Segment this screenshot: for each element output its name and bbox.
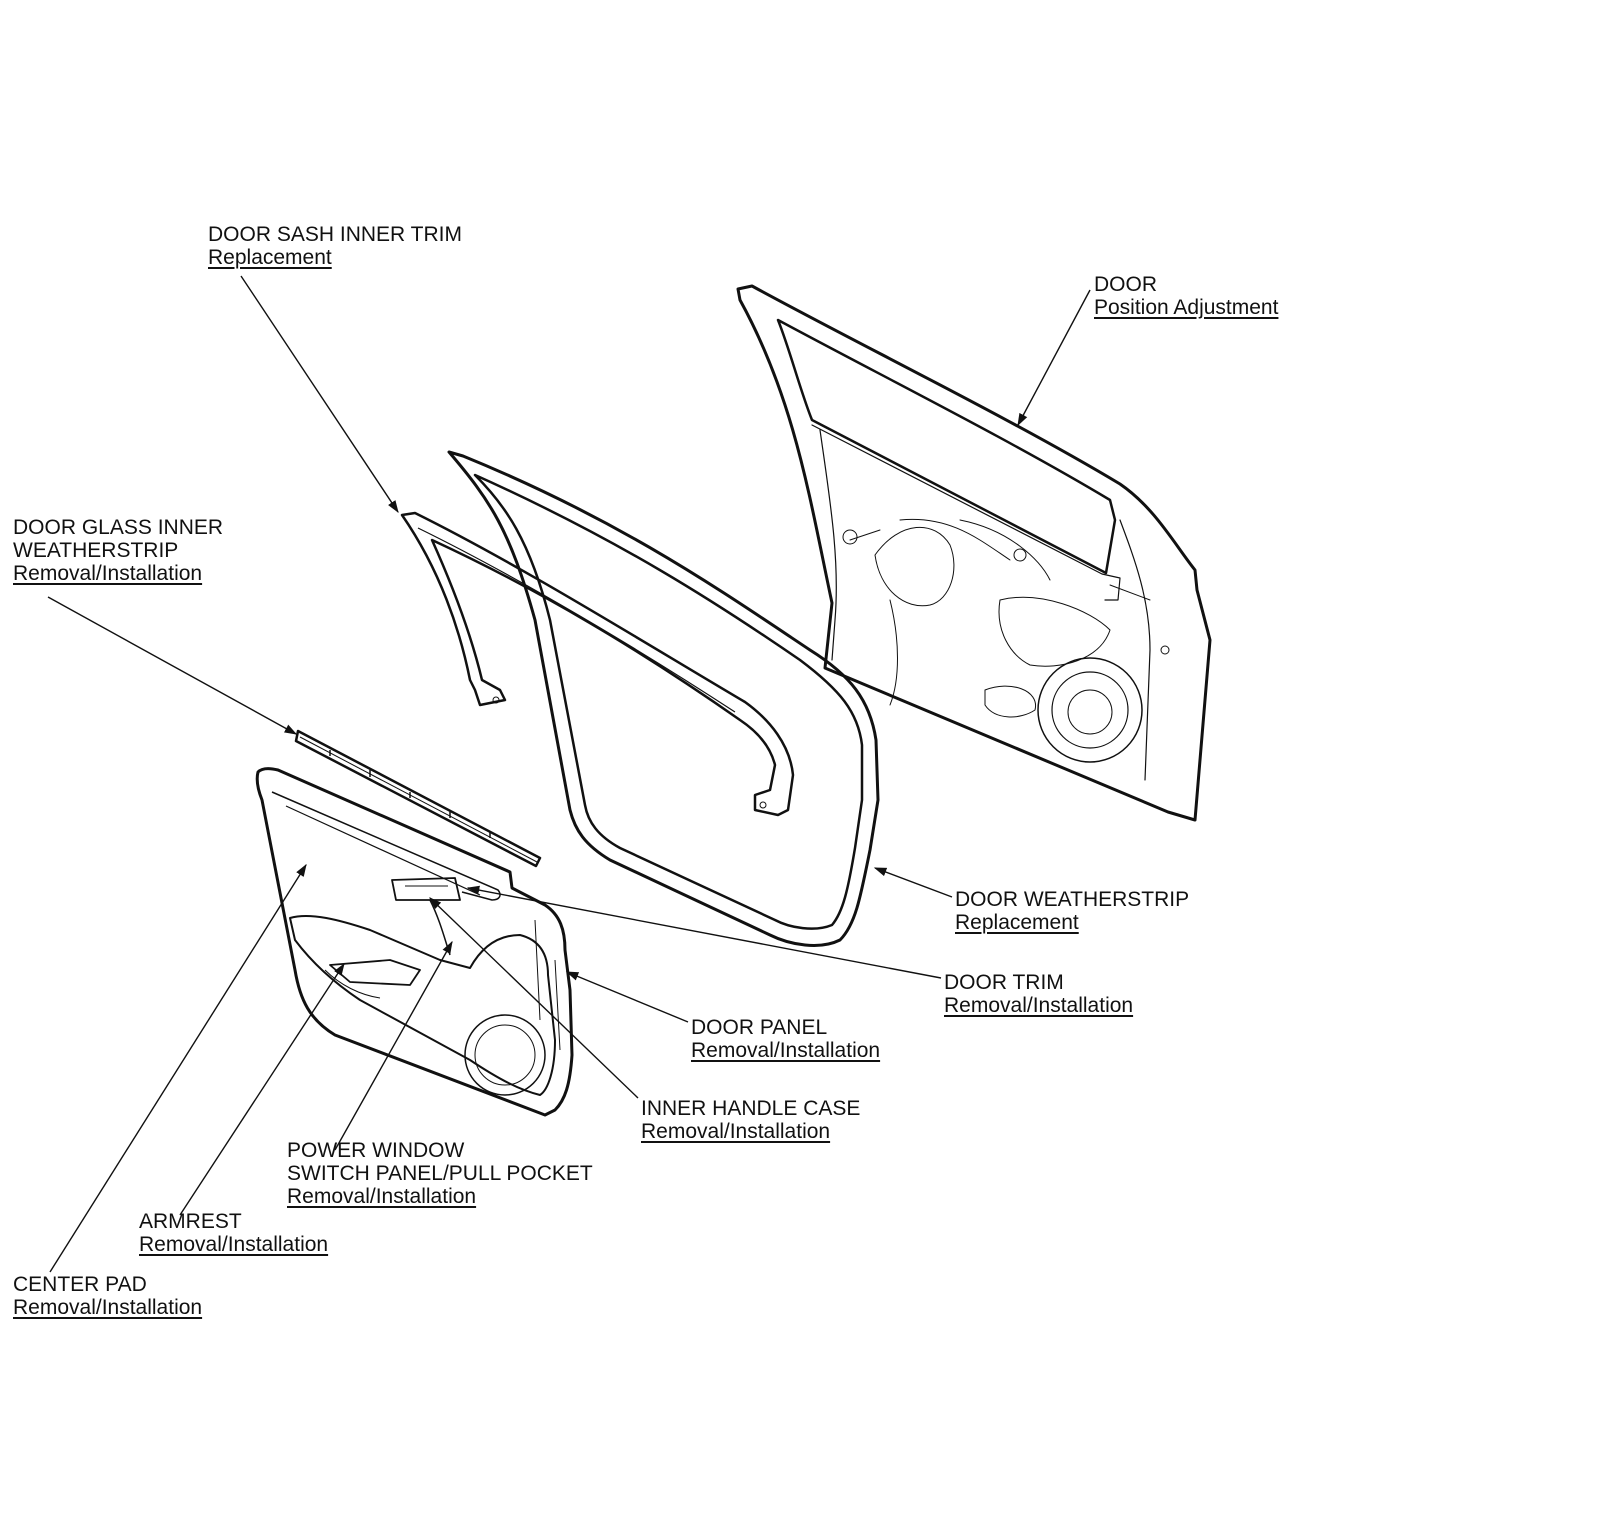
- callout-title-line2: SWITCH PANEL/PULL POCKET: [287, 1162, 593, 1185]
- callout-title: INNER HANDLE CASE: [641, 1097, 861, 1120]
- door-panel-removal-link[interactable]: Removal/Installation: [691, 1039, 881, 1062]
- callout-title: DOOR PANEL: [691, 1016, 828, 1039]
- leader-power-window-switch-panel: [334, 940, 453, 1151]
- callout-center-pad: CENTER PAD Removal/Installation: [13, 1273, 202, 1319]
- callout-inner-handle-case: INNER HANDLE CASE Removal/Installation: [641, 1097, 860, 1143]
- leader-door-panel: [565, 971, 689, 1023]
- callout-title-line1: POWER WINDOW: [287, 1139, 465, 1162]
- leader-inner-handle-case: [429, 897, 639, 1099]
- callout-power-window-switch-panel: POWER WINDOW SWITCH PANEL/PULL POCKET Re…: [287, 1139, 593, 1208]
- door-sash-inner-trim-replacement-link[interactable]: Replacement: [208, 246, 332, 269]
- callout-title: DOOR TRIM: [944, 971, 1064, 994]
- callout-title: CENTER PAD: [13, 1273, 147, 1296]
- leader-door-glass-inner-weatherstrip: [47, 596, 298, 735]
- power-window-switch-panel-removal-link[interactable]: Removal/Installation: [287, 1185, 477, 1208]
- door-position-adjustment-link[interactable]: Position Adjustment: [1094, 296, 1279, 319]
- leader-door-trim: [466, 885, 942, 979]
- callout-title: DOOR: [1094, 273, 1157, 296]
- callout-title: DOOR SASH INNER TRIM: [208, 223, 462, 246]
- door-weatherstrip-part: [447, 450, 880, 947]
- center-pad-removal-link[interactable]: Removal/Installation: [13, 1296, 203, 1319]
- callout-door-sash-inner-trim: DOOR SASH INNER TRIM Replacement: [208, 223, 462, 269]
- door-trim-removal-link[interactable]: Removal/Installation: [944, 994, 1134, 1017]
- armrest-removal-link[interactable]: Removal/Installation: [139, 1233, 329, 1256]
- callout-door-trim: DOOR TRIM Removal/Installation: [944, 971, 1133, 1017]
- door-trim-part: [255, 767, 574, 1117]
- door-glass-inner-weatherstrip-removal-link[interactable]: Removal/Installation: [13, 562, 203, 585]
- leader-door-sash-inner-trim: [240, 275, 399, 514]
- callout-door-panel: DOOR PANEL Removal/Installation: [691, 1016, 880, 1062]
- callout-armrest: ARMREST Removal/Installation: [139, 1210, 328, 1256]
- leader-armrest: [179, 962, 345, 1216]
- callout-door-weatherstrip: DOOR WEATHERSTRIP Replacement: [955, 888, 1189, 934]
- callout-door-glass-inner-weatherstrip: DOOR GLASS INNER WEATHERSTRIP Removal/In…: [13, 516, 223, 585]
- door-weatherstrip-replacement-link[interactable]: Replacement: [955, 911, 1079, 934]
- inner-handle-case-removal-link[interactable]: Removal/Installation: [641, 1120, 831, 1143]
- door-part: [736, 284, 1212, 822]
- leader-door: [1017, 289, 1091, 427]
- callout-title: DOOR WEATHERSTRIP: [955, 888, 1190, 911]
- callout-title-line2: WEATHERSTRIP: [13, 539, 179, 562]
- callout-title-line1: DOOR GLASS INNER: [13, 516, 224, 539]
- leader-door-weatherstrip: [873, 867, 953, 898]
- leader-center-pad: [49, 863, 307, 1273]
- leader-lines: [47, 275, 1091, 1273]
- callout-door: DOOR Position Adjustment: [1094, 273, 1278, 319]
- callout-title: ARMREST: [139, 1210, 242, 1233]
- door-sash-inner-trim-part: [400, 511, 795, 817]
- door-glass-inner-weatherstrip-part: [294, 729, 542, 868]
